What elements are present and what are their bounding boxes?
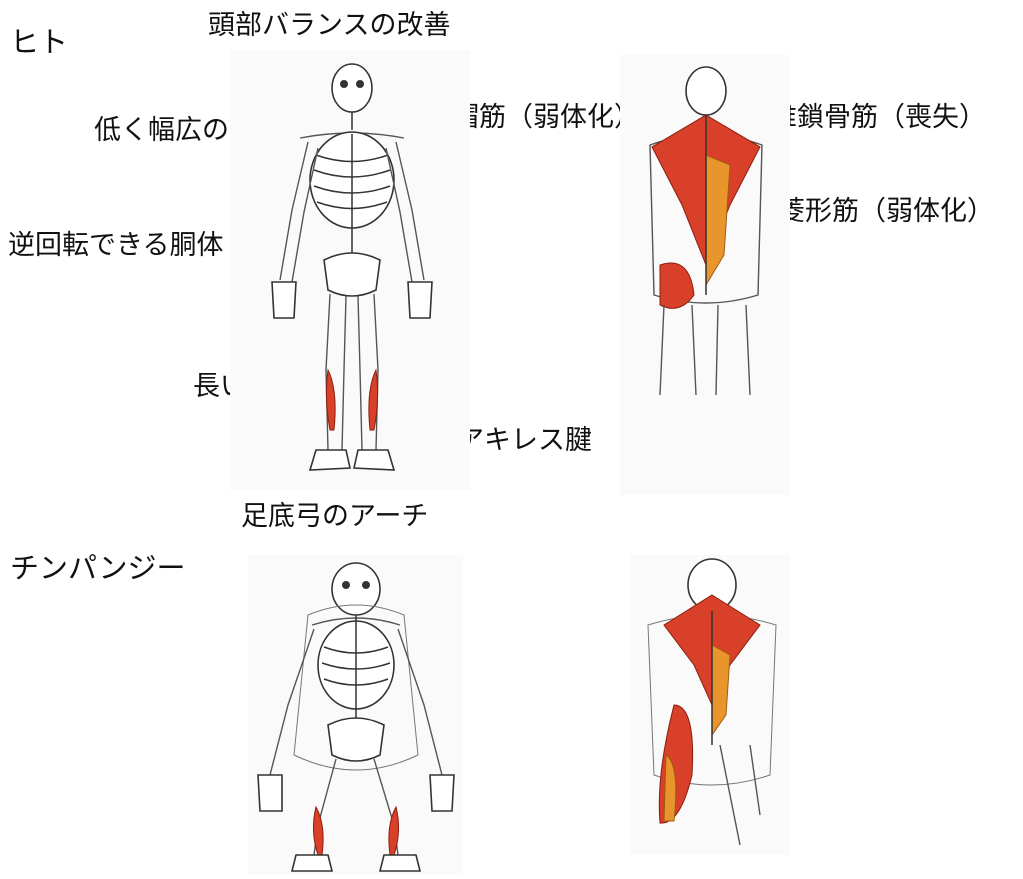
human-back-muscles-icon	[620, 55, 790, 495]
chimp-back-muscles-icon	[630, 555, 790, 855]
section-human-title: ヒト	[10, 28, 68, 57]
label-trunk: 逆回転できる胴体	[8, 232, 223, 259]
human-skeleton-front-icon	[230, 50, 470, 490]
label-foot-arch: 足底弓のアーチ	[241, 503, 428, 530]
label-rhomboid: 菱形筋（弱体化）	[778, 198, 994, 225]
chimp-skeleton-front-icon	[248, 555, 463, 875]
section-chimp-title: チンパンジー	[10, 554, 185, 583]
label-head-balance: 頭部バランスの改善	[208, 12, 450, 39]
